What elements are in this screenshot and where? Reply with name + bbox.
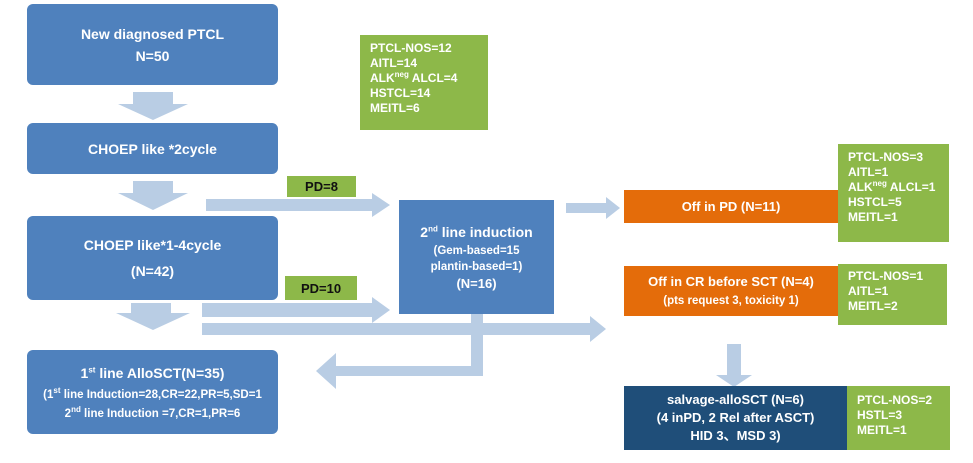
choep14-box: CHOEP like*1-4cycle (N=42) (27, 216, 278, 300)
subtype-pd-hstcl: HSTCL=5 (848, 195, 902, 209)
off-pd-title: Off in PD (N=11) (681, 198, 781, 214)
subtype-box-off-pd: PTCL-NOS=3 AITL=1 ALKneg ALCL=1 HSTCL=5 … (838, 144, 949, 242)
subtype-cr-ptcl: PTCL-NOS=1 (848, 269, 924, 283)
right-arrow-pd10 (202, 297, 390, 323)
second-line-plantin: plantin-based=1) (430, 261, 523, 273)
allosct-box: 1st line AlloSCT(N=35) (1st line Inducti… (27, 350, 278, 434)
choep14-title: CHOEP like*1-4cycle (83, 237, 222, 253)
right-arrow-long (202, 316, 606, 342)
subtype-initial-aitl: AITL=14 (370, 56, 418, 70)
second-line-gem: (Gem-based=15 (433, 245, 520, 257)
choep14-n: (N=42) (130, 263, 175, 279)
down-arrow-salvage (716, 344, 752, 387)
right-arrow-offpd (566, 197, 620, 219)
subtype-cr-meitl: MEITL=2 (848, 299, 898, 313)
off-cr-title: Off in CR before SCT (N=4) (648, 274, 814, 289)
return-arrow (316, 314, 483, 389)
pd10-label: PD=10 (285, 276, 357, 300)
down-arrow-1 (118, 92, 188, 120)
subtype-cr-aitl: AITL=1 (848, 284, 889, 298)
new-diagnosed-box: New diagnosed PTCL N=50 (27, 4, 278, 85)
new-diagnosed-title: New diagnosed PTCL (80, 25, 225, 42)
subtype-initial-meitl: MEITL=6 (370, 101, 420, 115)
subtype-box-initial: PTCL-NOS=12 AITL=14 ALKneg ALCL=4 HSTCL=… (360, 35, 488, 130)
pd8-label: PD=8 (287, 176, 356, 197)
subtype-initial-ptcl: PTCL-NOS=12 (370, 41, 452, 55)
subtype-salvage-meitl: MEITL=1 (857, 423, 907, 437)
subtype-salvage-ptcl: PTCL-NOS=2 (857, 393, 933, 407)
subtype-pd-meitl: MEITL=1 (848, 210, 898, 224)
allosct-title: 1st line AlloSCT(N=35) (80, 365, 225, 381)
subtype-box-salvage: PTCL-NOS=2 HSTL=3 MEITL=1 (847, 386, 950, 450)
choep2-box: CHOEP like *2cycle (27, 123, 278, 174)
choep2-title: CHOEP like *2cycle (88, 140, 217, 157)
allosct-line1: (1st line Induction=28,CR=22,PR=5,SD=1 (43, 386, 262, 401)
down-arrow-3 (116, 303, 190, 330)
subtype-salvage-hstl: HSTL=3 (857, 408, 903, 422)
salvage-line3: HID 3、MSD 3) (690, 428, 781, 443)
subtype-box-off-cr: PTCL-NOS=1 AITL=1 MEITL=2 (838, 264, 947, 325)
salvage-line1: salvage-alloSCT (N=6) (667, 392, 804, 407)
allosct-line2: 2nd line Induction =7,CR=1,PR=6 (64, 405, 241, 420)
subtype-pd-ptcl: PTCL-NOS=3 (848, 150, 924, 164)
subtype-initial-hstcl: HSTCL=14 (370, 86, 431, 100)
off-cr-box: Off in CR before SCT (N=4) (pts request … (624, 266, 838, 316)
salvage-line2: (4 inPD, 2 Rel after ASCT) (656, 410, 815, 425)
subtype-pd-alcl: ALKneg ALCL=1 (848, 179, 936, 195)
down-arrow-2 (118, 181, 188, 210)
second-line-title: 2nd line induction (420, 224, 533, 240)
off-pd-box: Off in PD (N=11) (624, 190, 838, 223)
subtype-initial-alcl: ALKneg ALCL=4 (370, 70, 458, 86)
salvage-box: salvage-alloSCT (N=6) (4 inPD, 2 Rel aft… (624, 386, 847, 450)
off-cr-sub: (pts request 3, toxicity 1) (663, 295, 799, 307)
new-diagnosed-n: N=50 (135, 47, 170, 64)
subtype-pd-aitl: AITL=1 (848, 165, 889, 179)
second-line-box: 2nd line induction (Gem-based=15 plantin… (399, 200, 554, 314)
right-arrow-pd8 (206, 193, 390, 217)
second-line-n: (N=16) (456, 276, 497, 291)
